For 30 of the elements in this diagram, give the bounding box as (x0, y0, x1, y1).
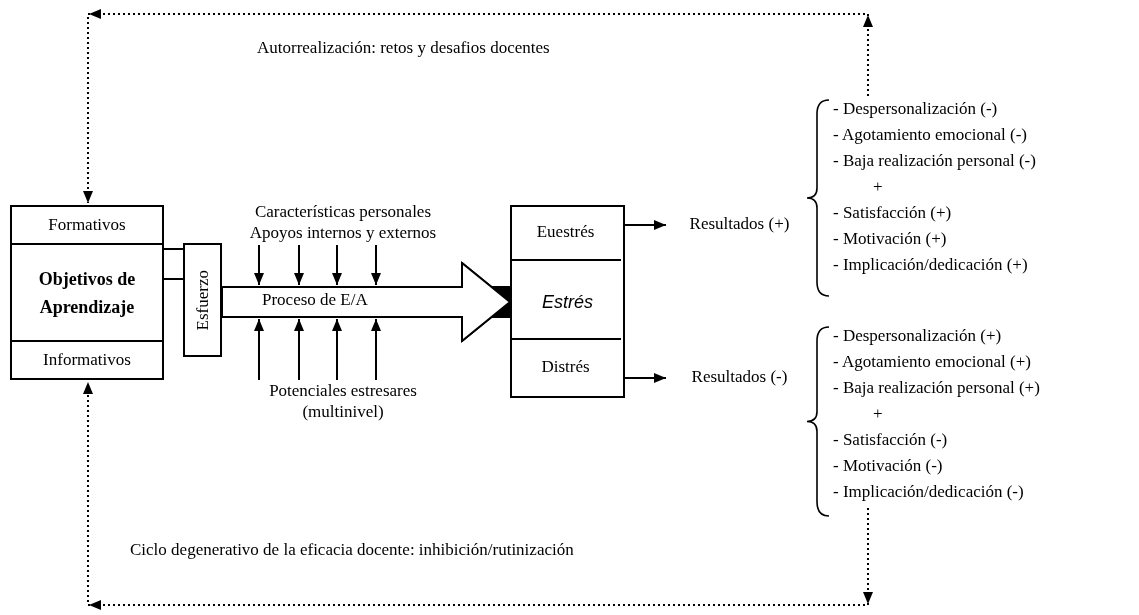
list-item: + (872, 403, 884, 425)
list-item: - Satisfacción (-) (833, 429, 949, 451)
objectives-box (10, 205, 164, 380)
list-item: - Implicación/dedicación (-) (833, 481, 1025, 503)
stress-label: Estrés (542, 292, 593, 313)
section-text: Informativos (43, 350, 131, 370)
list-item: - Despersonalización (+) (833, 325, 1003, 347)
list-item: - Baja realización personal (-) (833, 150, 1037, 172)
list-item: - Agotamiento emocional (+) (833, 351, 1032, 373)
list-item: - Implicación/dedicación (+) (833, 254, 1029, 276)
node-text: Resultados (-) (690, 366, 789, 387)
list-item: - Despersonalización (-) (833, 98, 999, 120)
list-item: + (872, 176, 884, 198)
section-text: Euestrés (536, 222, 595, 242)
heading-text: Objetivos de Aprendizaje (37, 267, 137, 319)
section-text: Formativos (48, 215, 126, 235)
node-text: Potenciales estresares (multinivel) (268, 380, 418, 422)
node-text: Resultados (+) (688, 213, 791, 234)
list-item: - Satisfacción (+) (833, 202, 953, 224)
edge-label: Proceso de E/A (262, 290, 368, 310)
section-text: Distrés (541, 357, 590, 377)
list-item: - Baja realización personal (+) (833, 377, 1041, 399)
list-item: - Agotamiento emocional (-) (833, 124, 1029, 146)
list-item: - Motivación (+) (833, 228, 948, 250)
list-item: - Motivación (-) (833, 455, 944, 477)
node-text: Características personales Apoyos internos y externos (248, 201, 438, 243)
edge-label: Autorrealización: retos y desafios docentes (257, 38, 550, 58)
edge-label: Ciclo degenerativo de la eficacia docente: inhibición/rutinización (130, 540, 574, 560)
effort-box (183, 243, 222, 357)
rotated-label: Esfuerzo (192, 269, 213, 331)
